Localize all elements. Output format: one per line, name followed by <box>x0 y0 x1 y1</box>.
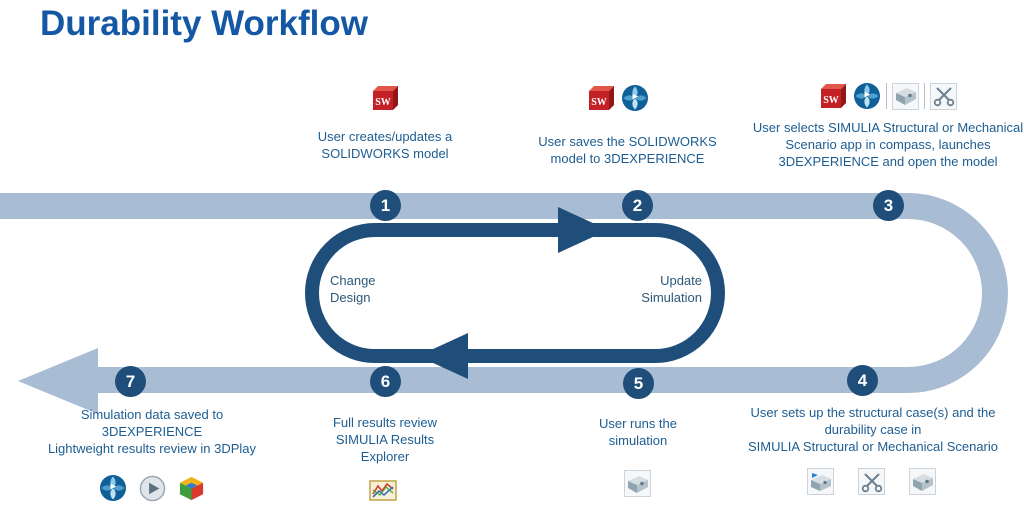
step-4-icons <box>807 468 936 495</box>
step-4-label-line-1: User sets up the structural case(s) and … <box>750 405 996 420</box>
3dexperience-compass-icon <box>622 85 648 111</box>
step-6-label-line-3: Explorer <box>360 449 410 464</box>
loop-change-line-1: Change <box>330 273 376 288</box>
loop-update-line-1: Update <box>660 273 702 288</box>
page-title: Durability Workflow <box>40 4 368 43</box>
step-1-label-line-2: SOLIDWORKS model <box>321 146 449 161</box>
step-1-icons <box>370 84 400 112</box>
design-simulation-loop <box>305 207 725 379</box>
results-explorer-icon <box>369 480 397 501</box>
step-4-label-line-3: SIMULIA Structural or Mechanical Scenari… <box>748 439 998 454</box>
step-5-label-line-1: User runs the <box>598 416 678 431</box>
icon-separator <box>924 83 925 109</box>
step-2-label-line-2: model to 3DEXPERIENCE <box>550 151 705 166</box>
step-4-label: User sets up the structural case(s) and … <box>737 404 1009 455</box>
3dexperience-compass-icon <box>854 83 880 109</box>
step-7-label-line-3: Lightweight results review in 3DPlay <box>47 441 257 456</box>
step-6-label-line-1: Full results review <box>332 415 438 430</box>
step-6-number: 6 <box>370 366 401 397</box>
step-7-number: 7 <box>115 366 146 397</box>
loop-update-line-2: Simulation <box>641 290 702 305</box>
step-1-number: 1 <box>370 190 401 221</box>
step-2-label: User saves the SOLIDWORKS model to 3DEXP… <box>510 133 745 167</box>
step-3-label-line-2: Scenario app in compass, launches <box>785 137 991 152</box>
step-6-label-line-2: SIMULIA Results <box>335 432 435 447</box>
loop-change-line-2: Design <box>330 290 371 305</box>
structural-scenario-icon <box>892 82 919 110</box>
play-icon <box>139 475 166 501</box>
step-3-label-line-3: 3DEXPERIENCE and open the model <box>778 154 998 169</box>
step-5-icons <box>624 470 651 497</box>
step-6-icons <box>368 477 398 505</box>
step-2-label-line-1: User saves the SOLIDWORKS <box>538 134 717 149</box>
durability-scenario-icon <box>858 468 885 495</box>
solidworks-icon <box>589 86 614 110</box>
step-3-label-line-1: User selects SIMULIA Structural or Mecha… <box>752 120 1024 135</box>
loop-label-update-simulation: Update Simulation <box>612 272 702 306</box>
step-5-label: User runs the simulation <box>578 415 698 449</box>
step-7-label-line-2: 3DEXPERIENCE <box>101 424 203 439</box>
step-1-label: User creates/updates a SOLIDWORKS model <box>275 128 495 162</box>
step-4-number: 4 <box>847 365 878 396</box>
icon-separator <box>886 83 887 109</box>
step-5-number: 5 <box>623 368 654 399</box>
step-3-number: 3 <box>873 190 904 221</box>
step-3-icons <box>818 82 957 110</box>
step-7-label: Simulation data saved to 3DEXPERIENCE Li… <box>42 406 262 457</box>
step-2-number: 2 <box>622 190 653 221</box>
step-7-icons <box>99 474 205 502</box>
loop-label-change-design: Change Design <box>330 272 410 306</box>
simulation-run-icon <box>624 470 651 497</box>
mechanical-scenario-icon <box>909 468 936 495</box>
step-7-label-line-1: Simulation data saved to <box>80 407 224 422</box>
solidworks-icon <box>373 86 398 110</box>
solidworks-icon <box>821 84 846 108</box>
step-1-label-line-1: User creates/updates a <box>317 129 453 144</box>
3dexperience-compass-icon <box>100 475 126 501</box>
step-5-label-line-2: simulation <box>608 433 668 448</box>
step-2-icons <box>586 84 649 112</box>
structural-scenario-icon <box>807 468 834 495</box>
step-4-label-line-2: durability case in <box>824 422 922 437</box>
3dplay-icon <box>179 476 204 500</box>
step-3-label: User selects SIMULIA Structural or Mecha… <box>744 119 1024 170</box>
outer-flow-arrow <box>0 193 1008 414</box>
step-6-label: Full results review SIMULIA Results Expl… <box>325 414 445 465</box>
mechanical-scenario-icon <box>930 82 957 110</box>
